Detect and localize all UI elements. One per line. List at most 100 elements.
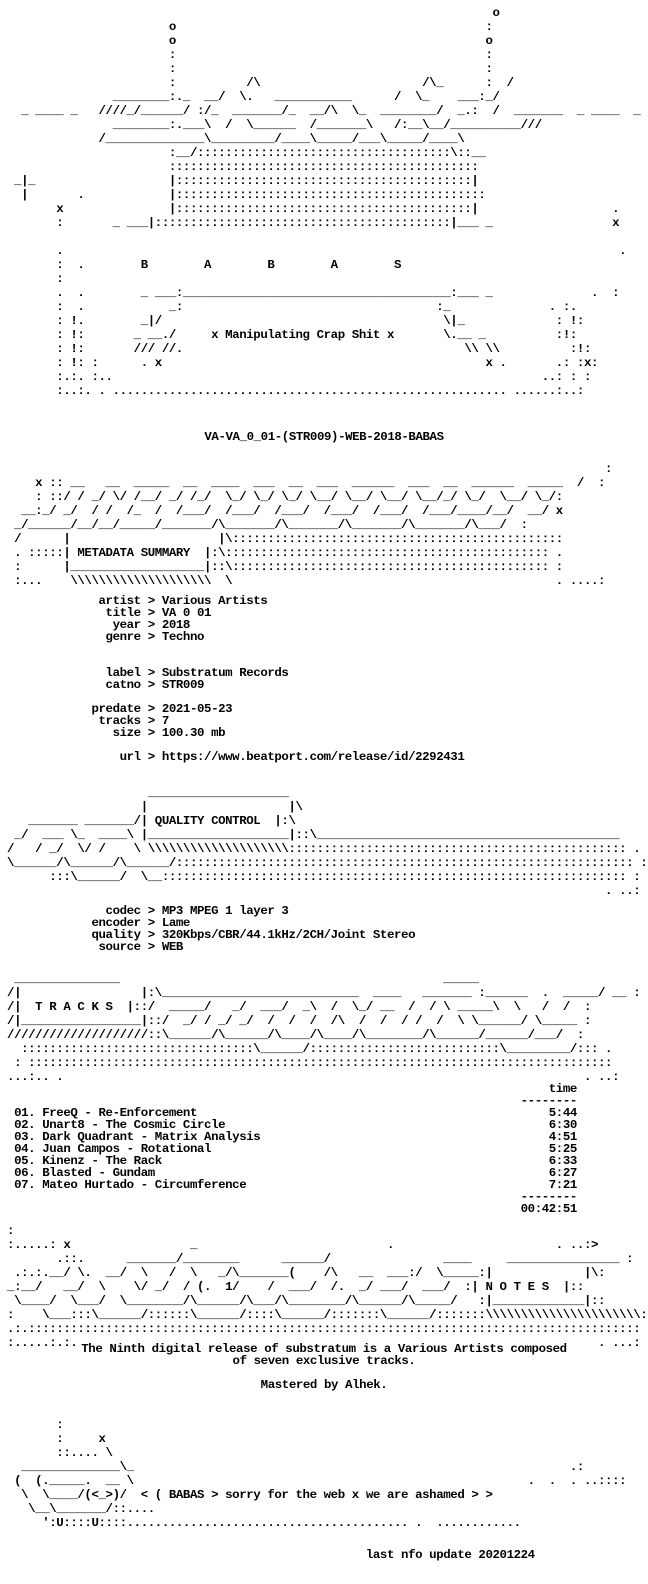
footer-art-line: : x	[0, 1432, 106, 1446]
tracklist-rule: --------	[0, 1094, 578, 1108]
tracks-banner-art-line: ...:.. . . ..:	[0, 1070, 620, 1084]
header-art-line: : !: : . x x . .: :x:	[0, 356, 599, 370]
header-art-line: ________:.___\ / \______ /_______\ /:__\…	[0, 118, 543, 132]
source-field: source > WEB	[0, 940, 183, 954]
footer-art-line: :	[0, 1418, 64, 1432]
notes-banner-art-line: \____/ \___/ \________/\______/\___/\___…	[0, 1294, 606, 1308]
tracklist-rule: --------	[0, 1190, 578, 1204]
quality-banner-art-line: _______ _______/| QUALITY CONTROL |:\	[0, 814, 296, 828]
metadata-banner-art-line: / | |\::::::::::::::::::::::::::::::::::…	[0, 532, 563, 546]
metadata-banner-art-line: _/______/__/__/_____/_______/\_______/\_…	[0, 518, 528, 532]
header-art-line: ::::::::::::::::::::::::::::::::::::::::…	[0, 160, 479, 174]
metadata-banner-art-line: x :: __ __ _____ __ ____ ___ __ ___ ____…	[0, 476, 606, 490]
header-art-line: :.:. :.. ..: : :	[0, 370, 591, 384]
metadata-banner-art-line: :	[0, 462, 613, 476]
artist-field: artist > Various Artists	[0, 594, 268, 608]
quality-banner-art-line: :::\______/ \__:::::::::::::::::::::::::…	[0, 870, 641, 884]
tracks-banner-art-line: /| T R A C K S |::/ _____/ _/ ___/ _\ / …	[0, 1000, 591, 1014]
header-art-line: : :	[0, 62, 493, 76]
codec-field: codec > MP3 MPEG 1 layer 3	[0, 904, 289, 918]
table-row: 02. Unart8 - The Cosmic Circle 6:30	[0, 1118, 577, 1132]
quality-banner-art-line: _/ ___ \_ ____\ |____________________|::…	[0, 828, 620, 842]
table-row: 06. Blasted - Gundam 6:27	[0, 1166, 577, 1180]
quality-banner-art-line: | |\	[0, 800, 303, 814]
metadata-banner-art-line: : ::/ / _/ \/ /__/ _/ /_/ \_/ \_/ \_/ \_…	[0, 490, 563, 504]
quality-field: quality > 320Kbps/CBR/44.1kHz/2CH/Joint …	[0, 928, 416, 942]
year-field: year > 2018	[0, 618, 191, 632]
header-art-line: : :	[0, 48, 493, 62]
header-art-line: : /\ /\_ : /	[0, 76, 514, 90]
notes-banner-art-line: : \___:::\______/::::::\______/::::\____…	[0, 1308, 648, 1322]
tracks-banner-art-line: ////////////////////::\______/\______/\_…	[0, 1028, 584, 1042]
metadata-banner-art-line: . :::::| METADATA SUMMARY |:\:::::::::::…	[0, 546, 563, 560]
footer-art-line: ( (._____. __ \ . . . ..::::	[0, 1474, 627, 1488]
header-art-line: : !: _ __./ x Manipulating Crap Shit x \…	[0, 328, 577, 342]
tracks-banner-art-line: /|_________________|::/ _/ / _/ _/ / / /…	[0, 1014, 591, 1028]
metadata-banner-art-line: : |___________________|::\::::::::::::::…	[0, 560, 563, 574]
table-row: 01. FreeQ - Re-Enforcement 5:44	[0, 1106, 577, 1120]
genre-field: genre > Techno	[0, 630, 205, 644]
tracks-banner-art-line: /| |:\____________________________ ____ …	[0, 986, 641, 1000]
header-art-line: o	[0, 6, 500, 20]
url-field[interactable]: url > https://www.beatport.com/release/i…	[0, 750, 465, 764]
catno-field: catno > STR009	[0, 678, 205, 692]
header-art-line: :	[0, 272, 64, 286]
tracks-banner-art-line: : ::::::::::::::::::::::::::::::::::::::…	[0, 1056, 613, 1070]
notes-banner-art-line: _:__/ __/ \ \/ _/ / (. 1/ / ___/ /. _/ _…	[0, 1280, 584, 1294]
notes-text: The Ninth digital release of substratum …	[81, 1342, 567, 1356]
footer-art-line: \ \____/(<_>)/ < ( BABAS > sorry for the…	[0, 1488, 493, 1502]
notes-banner-art-line: .:.:.__/ \. __/ \ / \ _/\_______( /\ __ …	[0, 1266, 606, 1280]
notes-banner-art-line: :.....:.:. . ...:	[0, 1336, 641, 1350]
quality-banner-art-line: / / _/ \/ / \ \\\\\\\\\\\\\\\\\\\\::::::…	[0, 842, 641, 856]
table-row: 04. Juan Campos - Rotational 5:25	[0, 1142, 577, 1156]
header-art-line: ________:._ __/ \. ___________ / \_ ___:…	[0, 90, 500, 104]
tracks-count-field: tracks > 7	[0, 714, 169, 728]
predate-field: predate > 2021-05-23	[0, 702, 233, 716]
header-art-line: : !: /// //. \\ \\ :!:	[0, 342, 591, 356]
encoder-field: encoder > Lame	[0, 916, 190, 930]
quality-banner-art-line: \______/\______/\______/::::::::::::::::…	[0, 856, 648, 870]
label-field: label > Substratum Records	[0, 666, 289, 680]
table-row: 03. Dark Quadrant - Matrix Analysis 4:51	[0, 1130, 577, 1144]
footer-art-line: ':U::::U::::............................…	[0, 1516, 521, 1530]
header-art-line: : . B A B A S	[0, 258, 402, 272]
notes-banner-art-line: :	[0, 1224, 15, 1238]
metadata-banner-art-line: :... \\\\\\\\\\\\\\\\\\\\ \ . ....:	[0, 574, 606, 588]
notes-text: Mastered by Alhek.	[260, 1378, 388, 1392]
header-art-line: :__/::::::::::::::::::::::::::::::::::::…	[0, 146, 486, 160]
notes-banner-art-line: :.....: x _ . . ..:>	[0, 1238, 599, 1252]
header-art-line: : !. _|/ \|_ : !:	[0, 314, 584, 328]
header-art-line: . . _ ___:______________________________…	[0, 286, 620, 300]
metadata-banner-art-line: __:_/ _/ / / /_ / /___/ /___/ /___/ /___…	[0, 504, 563, 518]
footer-art-line: ______________\_ .:	[0, 1460, 584, 1474]
notes-banner-art-line: .::. _______/________ ______/ ____ _____…	[0, 1252, 634, 1266]
title-field: title > VA 0 01	[0, 606, 212, 620]
header-art-line: /______________\_________/____\_____/___…	[0, 132, 465, 146]
header-art-line: o o	[0, 34, 493, 48]
tracklist-total: 00:42:51	[0, 1202, 578, 1216]
table-row: 05. Kinenz - The Rack 6:33	[0, 1154, 577, 1168]
header-art-line: o :	[0, 20, 493, 34]
tracklist-time-header: time	[0, 1082, 578, 1096]
header-art-line: x |:::::::::::::::::::::::::::::::::::::…	[0, 202, 620, 216]
header-art-line: | . |:::::::::::::::::::::::::::::::::::…	[0, 188, 486, 202]
header-art-line: : _ ___|::::::::::::::::::::::::::::::::…	[0, 216, 620, 230]
table-row: 07. Mateo Hurtado - Circumference 7:21	[0, 1178, 577, 1192]
quality-banner-art-line: ____________________	[0, 786, 289, 800]
quality-banner-art-line: . ..:	[0, 884, 641, 898]
tracks-banner-art-line: :::::::::::::::::::::::::::::::::\______…	[0, 1042, 613, 1056]
header-art-line: _|_ |:::::::::::::::::::::::::::::::::::…	[0, 174, 479, 188]
last-update: last nfo update 20201224	[0, 1548, 535, 1562]
header-art-line: :..:. . ................................…	[0, 384, 584, 398]
footer-art-line: \__\_______/::....	[0, 1502, 155, 1516]
header-art-line: . .	[0, 244, 627, 258]
header-art-line: : . _: :_ . :.	[0, 300, 577, 314]
footer-art-line: ::.... \	[0, 1446, 113, 1460]
size-field: size > 100.30 mb	[0, 726, 226, 740]
header-art-line: _ ____ _ ////_/______/ :/_ _______/_ __/…	[0, 104, 641, 118]
notes-banner-art-line: .:.:::::::::::::::::::::::::::::::::::::…	[0, 1322, 641, 1336]
tracks-banner-art-line: _______________ _____	[0, 972, 479, 986]
notes-text: of seven exclusive tracks.	[232, 1354, 416, 1368]
release-name: VA-VA_0_01-(STR009)-WEB-2018-BABAS	[204, 430, 444, 444]
